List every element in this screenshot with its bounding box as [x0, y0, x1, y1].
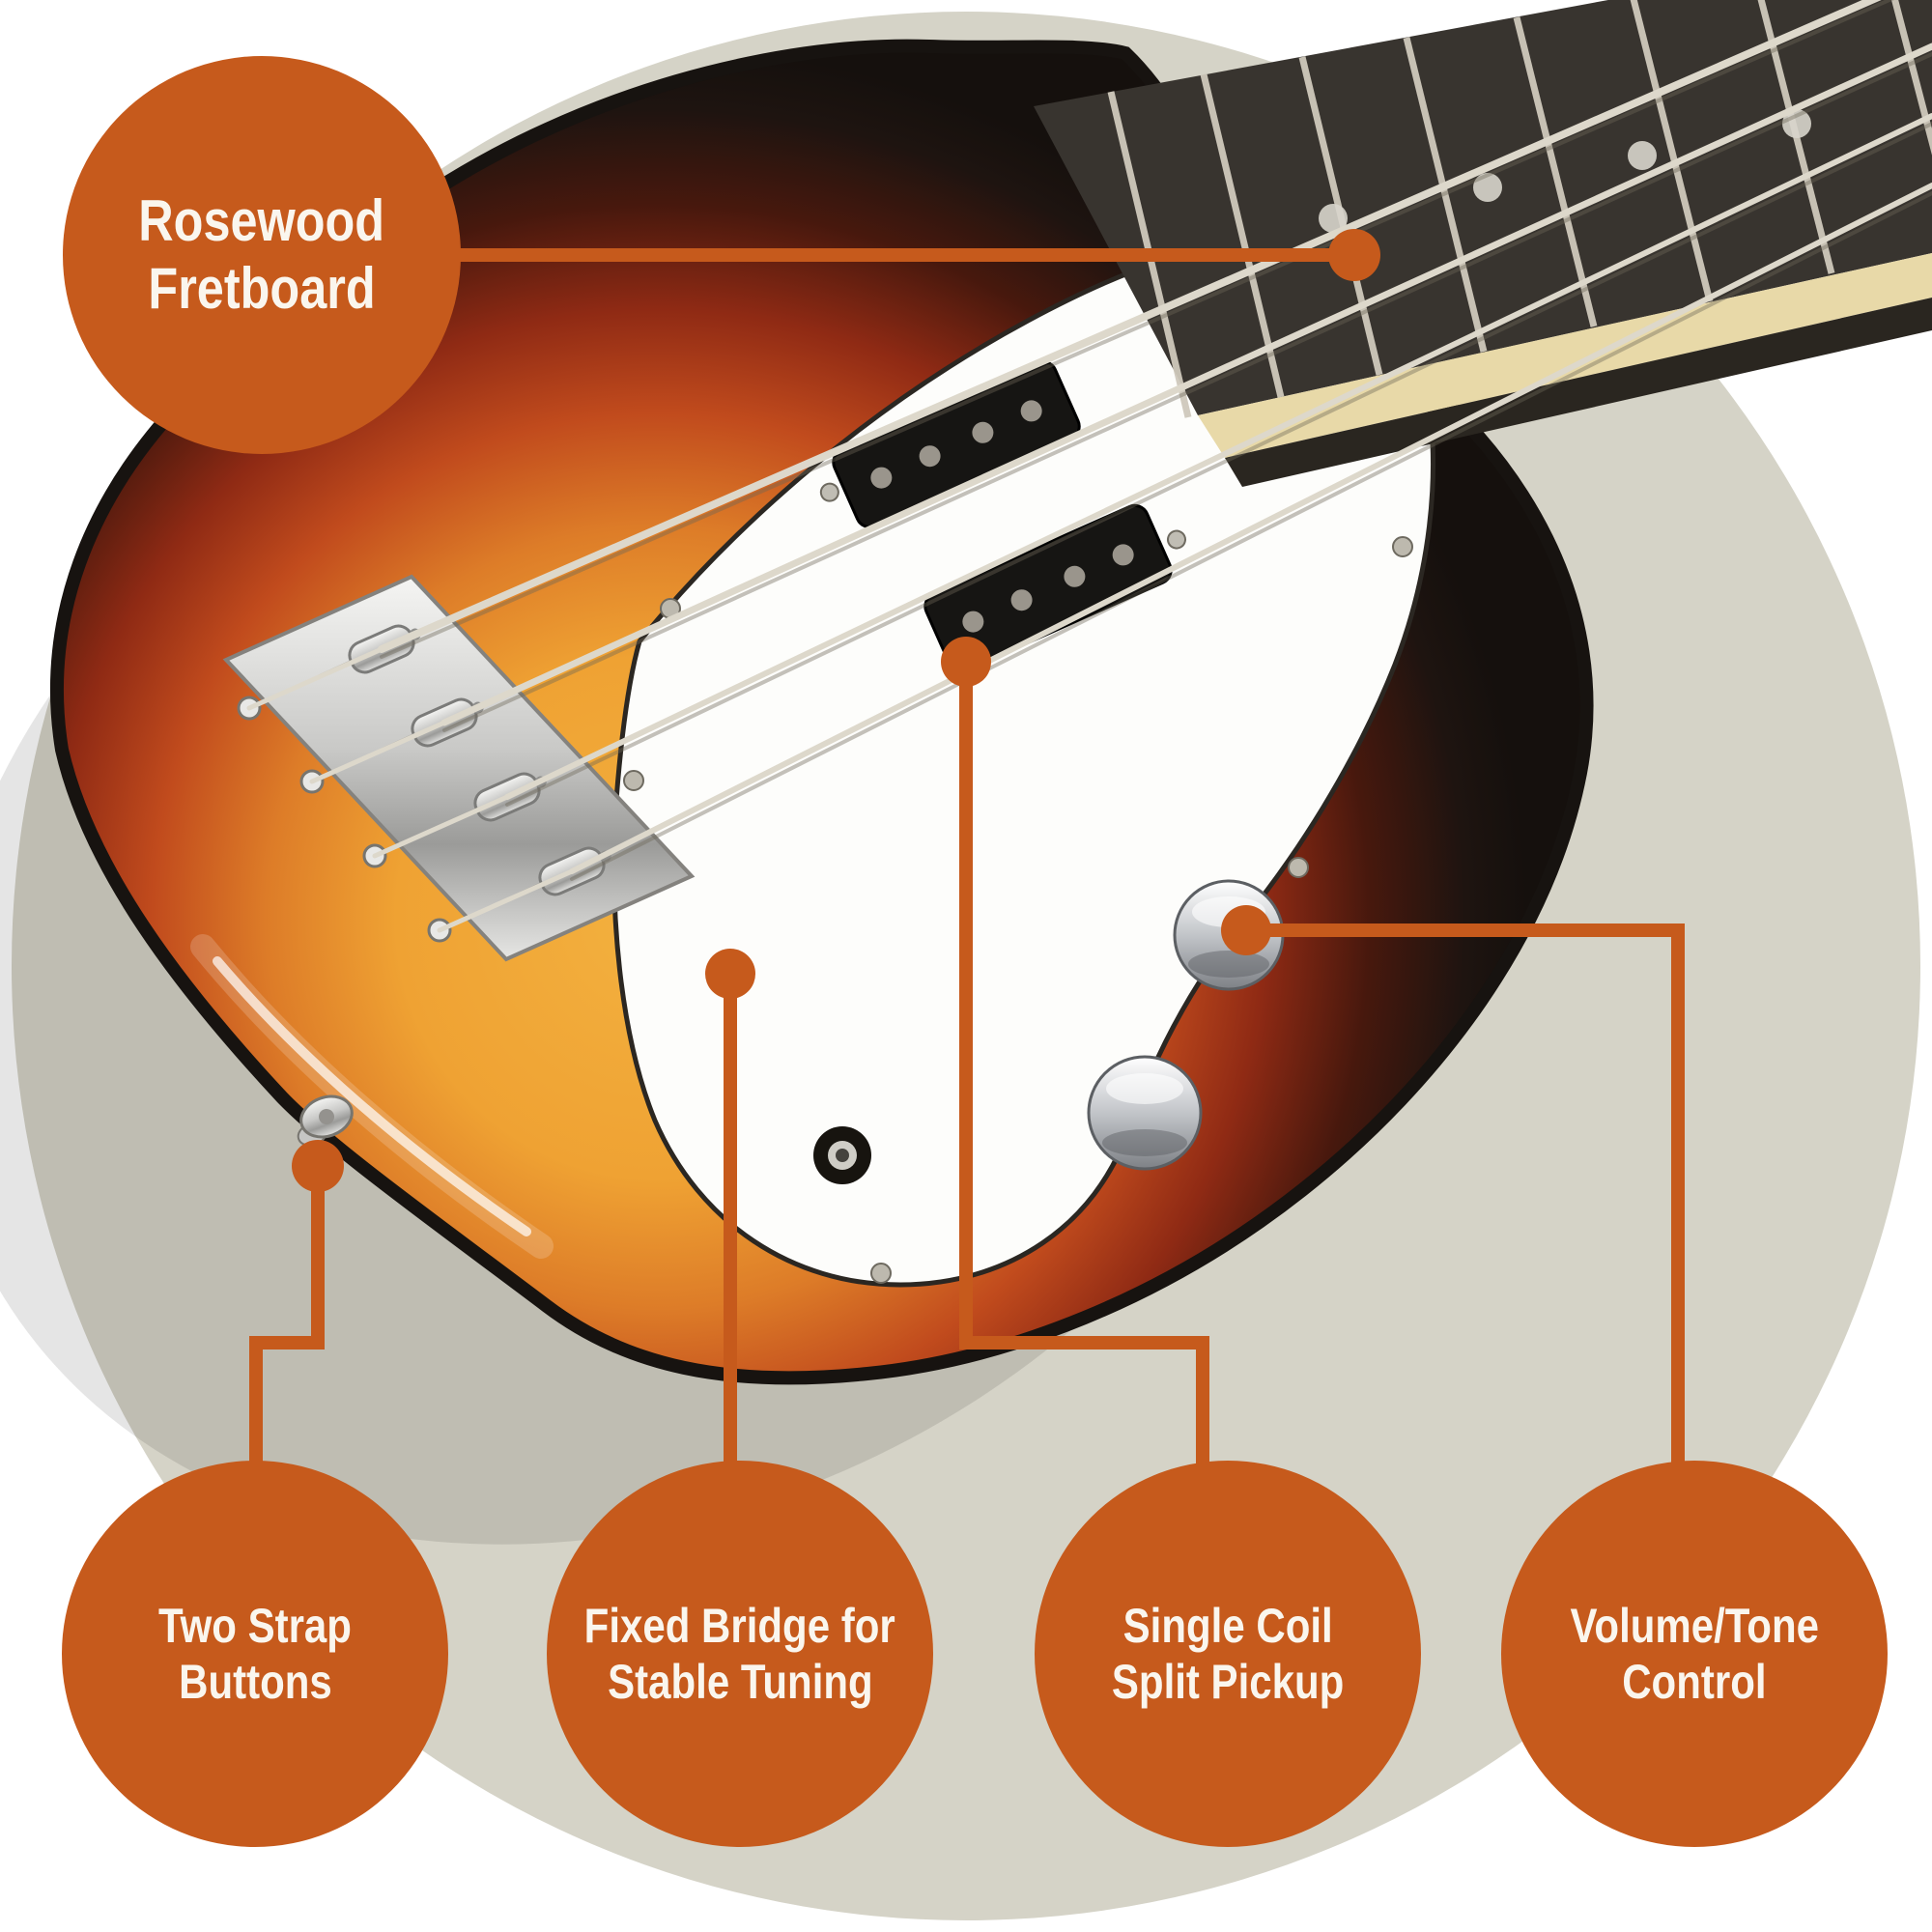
connector-volume-line-v [1671, 923, 1685, 1471]
connector-strap-line-v1 [311, 1166, 325, 1350]
connector-bridge-line [724, 974, 737, 1471]
callout-bridge-line1: Fixed Bridge for [583, 1599, 896, 1653]
pickup-half-lower [923, 503, 1186, 673]
callout-two-strap-buttons: Two Strap Buttons [62, 1461, 448, 1847]
callout-volume-line1: Volume/Tone [1570, 1599, 1819, 1653]
callout-volume-line2: Control [1622, 1655, 1767, 1709]
strings [246, 0, 1932, 933]
maple-neck-edge [1198, 253, 1932, 458]
split-pickup-part [819, 359, 1186, 673]
callout-rosewood-fretboard: Rosewood Fretboard [63, 56, 461, 454]
string-shadows [380, 0, 1932, 881]
connector-pickup-line-v2 [1196, 1336, 1209, 1471]
connector-pickup-line-v1 [959, 662, 973, 1350]
connector-strap-line-h [249, 1336, 325, 1350]
neck-underside [1225, 298, 1932, 487]
callout-pickup-line2: Split Pickup [1111, 1655, 1345, 1709]
connector-rosewood-line [415, 248, 1354, 262]
tone-knob [1087, 1055, 1203, 1171]
connector-strap-line-v2 [249, 1336, 263, 1471]
string-wires [246, 0, 1932, 933]
output-jack [813, 1126, 871, 1184]
pickguard [611, 241, 1435, 1288]
callout-volume-tone: Volume/Tone Control [1501, 1461, 1888, 1847]
callout-pickup-line1: Single Coil [1122, 1599, 1333, 1653]
body-gloss-streak [213, 956, 531, 1236]
callout-rosewood-line1: Rosewood [138, 188, 385, 254]
callout-bridge-line2: Stable Tuning [607, 1655, 873, 1709]
connector-rosewood-dot [1328, 229, 1380, 281]
callout-strap-line2: Buttons [178, 1655, 332, 1709]
fretboard-inlay-dots [1319, 109, 1811, 233]
callout-fixed-bridge: Fixed Bridge for Stable Tuning [547, 1461, 933, 1847]
callout-rosewood-line2: Fretboard [148, 256, 376, 321]
callout-strap-line1: Two Strap [158, 1599, 352, 1653]
rosewood-fretboard-part [1034, 0, 1932, 487]
callout-split-pickup: Single Coil Split Pickup [1035, 1461, 1421, 1847]
connector-volume-line-h [1246, 923, 1685, 937]
connector-pickup-line-h [959, 1336, 1209, 1350]
